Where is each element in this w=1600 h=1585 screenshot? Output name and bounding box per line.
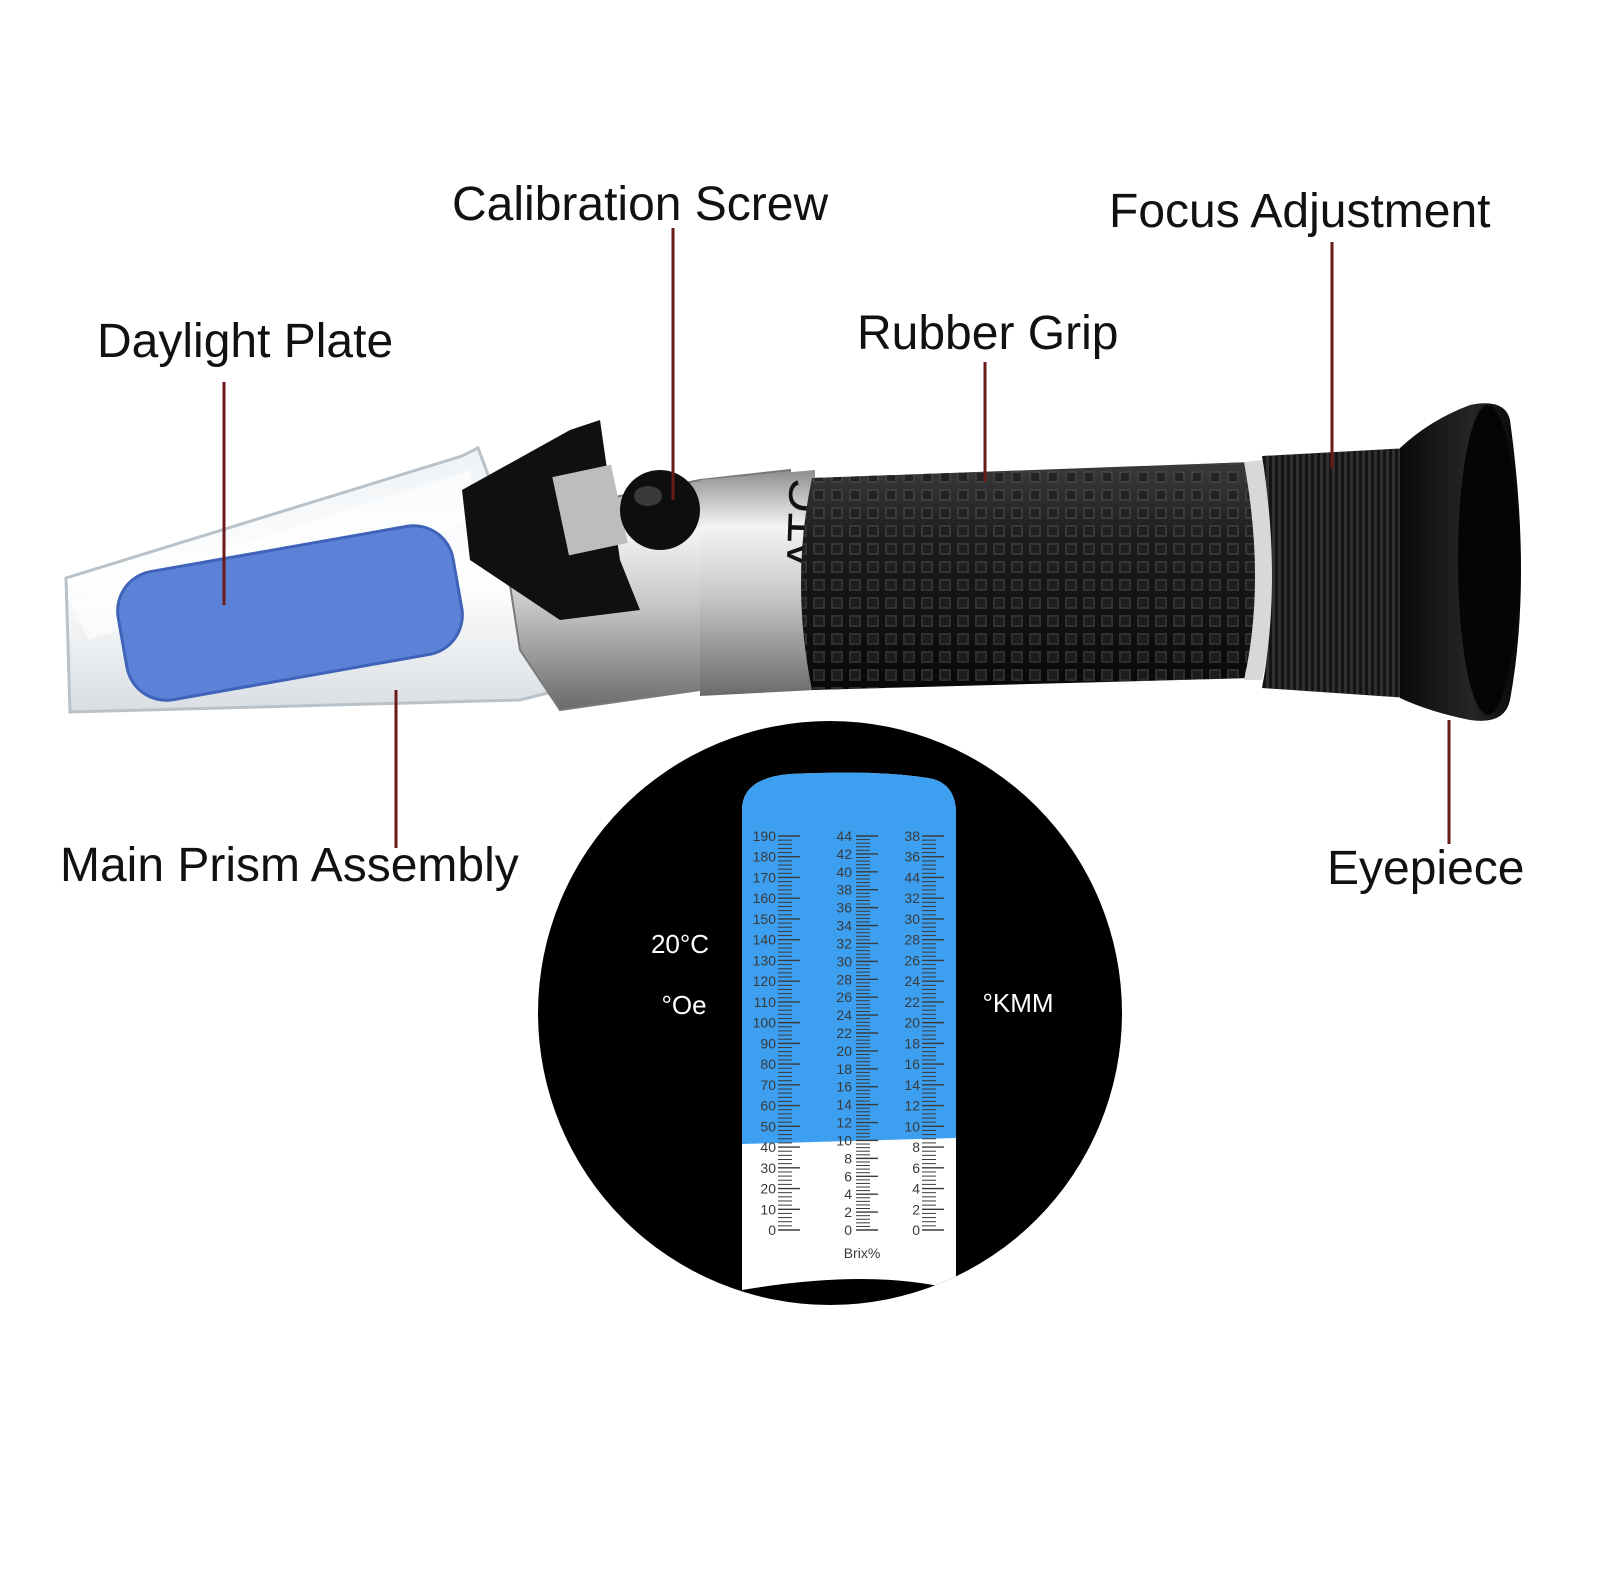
kmm-scale-label: 44 [904,869,920,885]
daylight-plate [116,524,464,702]
brix-scale-label: 20 [836,1043,852,1059]
kmm-scale-label: 0 [912,1222,920,1238]
calibration-screw [620,470,700,550]
oe-scale-label: 120 [753,973,777,989]
label-daylight-plate: Daylight Plate [97,315,393,368]
brix-scale-label: 6 [844,1168,852,1184]
leader-lines [222,228,1451,848]
oe-scale-label: 90 [760,1035,776,1051]
kmm-scale-label: 10 [904,1118,920,1134]
oe-scale-label: 60 [760,1098,776,1114]
oe-scale-label: 80 [760,1056,776,1072]
brix-scale-label: 2 [844,1204,852,1220]
kmm-scale-label: 2 [912,1201,920,1217]
kmm-scale-label: 12 [904,1098,920,1114]
brix-scale-label: 14 [836,1097,852,1113]
brix-scale-label: 24 [836,1007,852,1023]
kmm-scale-label: 38 [904,828,920,844]
kmm-scale-label: 16 [904,1056,920,1072]
oe-scale-label: 100 [753,1015,777,1031]
brix-scale-label: 44 [836,828,852,844]
brix-scale-label: 12 [836,1115,852,1131]
eyepiece-cup [1400,403,1521,721]
refractometer-illustration: ATC [64,403,1521,721]
brix-scale-label: 0 [844,1222,852,1238]
kmm-scale-label: 22 [904,994,920,1010]
brix-scale-label: 4 [844,1186,852,1202]
brix-scale-label: 26 [836,989,852,1005]
label-main-prism-assembly: Main Prism Assembly [60,839,519,892]
oe-scale-label: 30 [760,1160,776,1176]
kmm-scale-label: 8 [912,1139,920,1155]
brix-scale-label: 8 [844,1150,852,1166]
brix-scale-label: 30 [836,953,852,969]
kmm-scale-label: 30 [904,911,920,927]
brix-scale-label: 28 [836,971,852,987]
oe-scale-label: 0 [768,1222,776,1238]
atc-barrel [700,470,815,696]
kmm-scale-label: 4 [912,1181,920,1197]
oe-scale-label: 150 [753,911,777,927]
rubber-grip [801,462,1262,690]
label-focus-adjustment: Focus Adjustment [1109,185,1491,238]
oe-unit-label: °Oe [661,990,706,1020]
oe-scale-label: 190 [753,828,777,844]
oe-scale-label: 110 [754,994,777,1010]
kmm-unit-label: °KMM [982,988,1053,1018]
brix-scale-label: 22 [836,1025,852,1041]
temperature-label: 20°C [651,929,709,959]
oe-scale-label: 10 [760,1201,776,1217]
oe-scale-label: 70 [760,1077,776,1093]
oe-scale-label: 20 [760,1181,776,1197]
brix-scale-label: 38 [836,882,852,898]
brix-scale-label: 34 [836,918,852,934]
oe-scale-label: 130 [753,952,777,968]
kmm-scale-label: 6 [912,1160,920,1176]
oe-scale-label: 140 [753,932,777,948]
brix-scale-label: 10 [836,1132,852,1148]
kmm-scale-label: 14 [904,1077,920,1093]
separator-ring [1244,460,1273,680]
kmm-scale-label: 36 [904,849,920,865]
oe-scale-label: 170 [753,869,777,885]
label-rubber-grip: Rubber Grip [857,307,1118,360]
kmm-scale-label: 20 [904,1015,920,1031]
brix-unit-label: Brix% [844,1245,881,1261]
brix-scale-label: 42 [836,846,852,862]
focus-ring [1262,448,1410,698]
kmm-scale-label: 26 [904,952,920,968]
kmm-scale-label: 24 [904,973,920,989]
brix-scale-label: 18 [836,1061,852,1077]
viewfinder-view: 1901801701601501401301201101009080706050… [538,721,1122,1305]
kmm-scale-label: 32 [904,890,920,906]
brix-scale-label: 16 [836,1079,852,1095]
brix-scale-label: 40 [836,864,852,880]
reading-blue-area [742,772,956,1144]
kmm-scale-label: 18 [904,1035,920,1051]
label-calibration-screw: Calibration Screw [452,178,828,231]
oe-scale-label: 180 [753,849,777,865]
brix-scale-label: 32 [836,935,852,951]
kmm-scale-label: 28 [904,932,920,948]
oe-scale-label: 40 [760,1139,776,1155]
callout-labels: Daylight Plate Calibration Screw Rubber … [60,178,1524,895]
reticle-scales: 1901801701601501401301201101009080706050… [753,828,944,1238]
oe-scale-label: 160 [753,890,777,906]
label-eyepiece: Eyepiece [1327,842,1524,895]
oe-scale-label: 50 [760,1118,776,1134]
brix-scale-label: 36 [836,900,852,916]
